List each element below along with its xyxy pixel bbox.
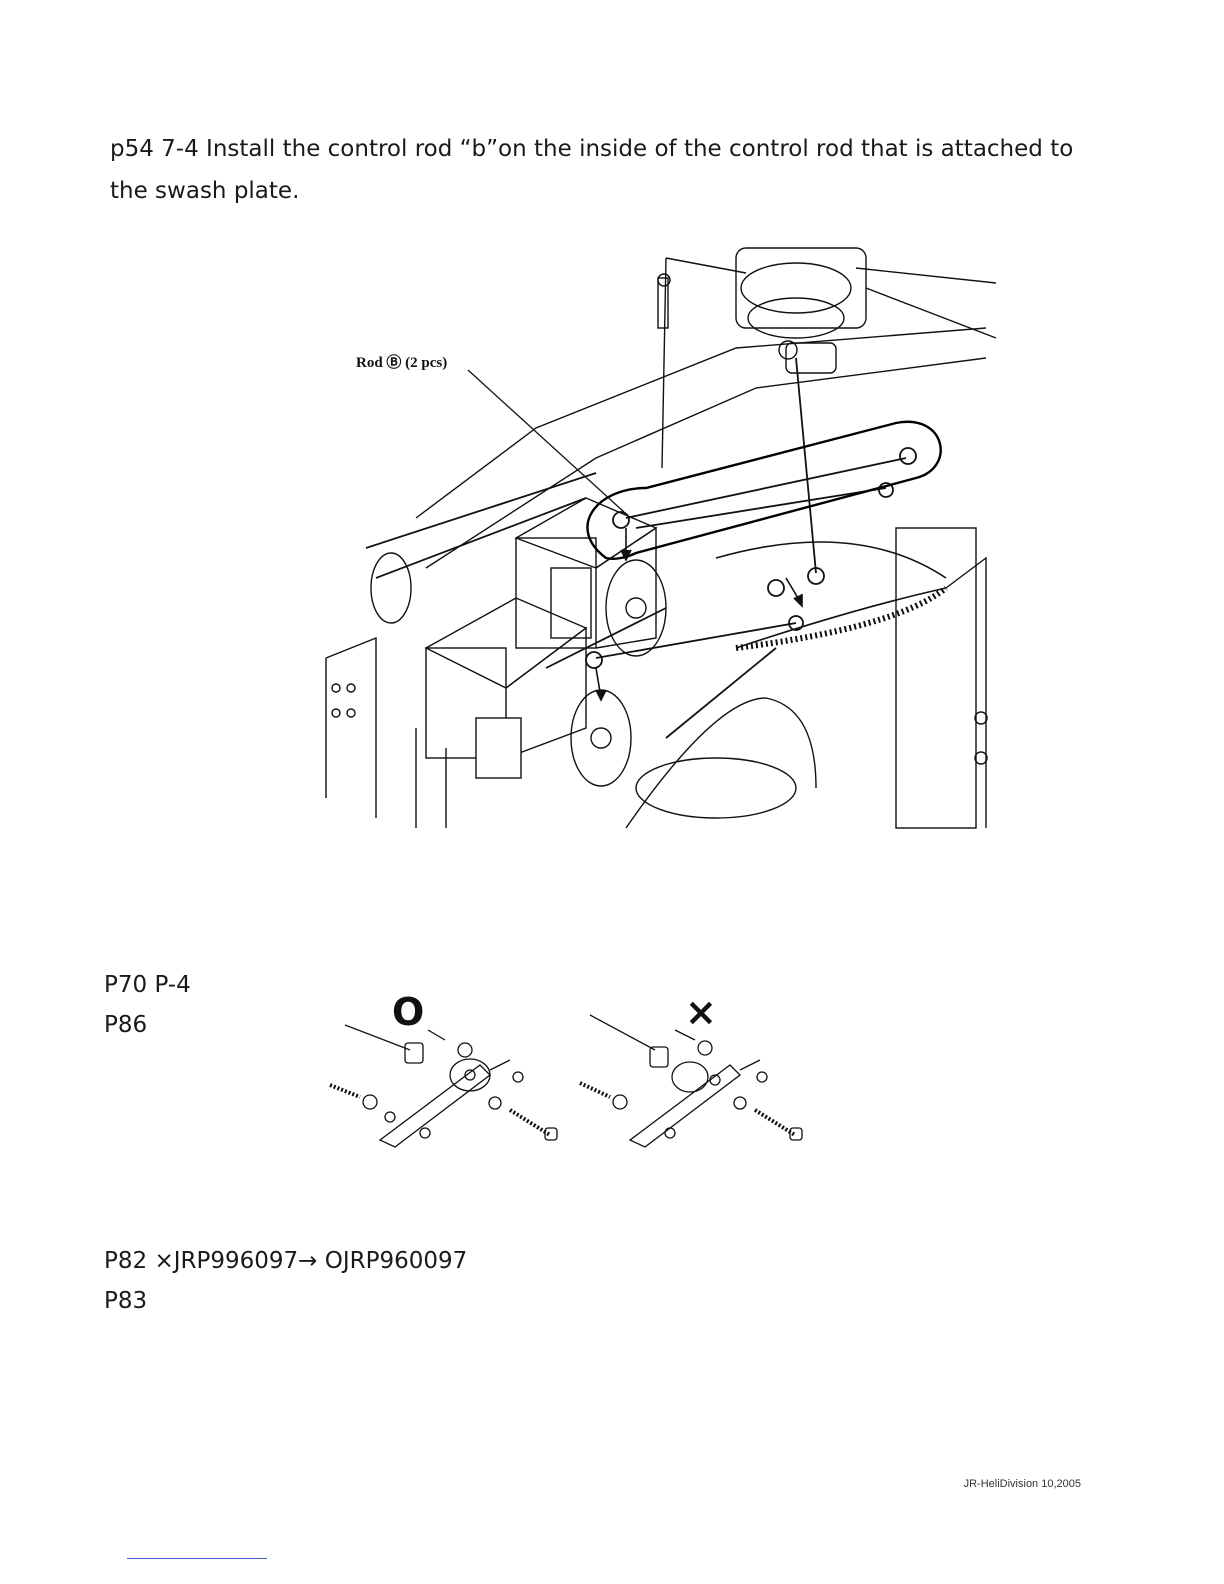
note-p70: P70 P-4	[104, 970, 191, 1000]
linkage-assembly-comparison: O ×	[320, 985, 820, 1155]
rod-b-callout: Rod Ⓑ (2 pcs)	[356, 353, 447, 371]
servos	[426, 498, 656, 778]
correct-mark-icon: O	[392, 990, 424, 1034]
incorrect-assembly: ×	[580, 990, 802, 1147]
note-p83: P83	[104, 1286, 147, 1316]
rotor-head	[658, 248, 996, 468]
correct-assembly: O	[330, 990, 557, 1147]
helicopter-linkage-illustration: Rod Ⓑ (2 pcs)	[296, 228, 1000, 830]
incorrect-mark-icon: ×	[685, 990, 717, 1034]
footer-underline	[127, 1558, 267, 1559]
main-gear	[626, 542, 946, 828]
note-p86: P86	[104, 1010, 147, 1040]
instruction-text: p54 7-4 Install the control rod “b”on th…	[110, 128, 1100, 212]
footer-credit: JR-HeliDivision 10,2005	[964, 1478, 1081, 1490]
pointer-arrows	[596, 528, 802, 700]
note-p82-part-correction: P82 ×JRP996097→ OJRP960097	[104, 1246, 467, 1276]
control-rods	[366, 358, 916, 738]
